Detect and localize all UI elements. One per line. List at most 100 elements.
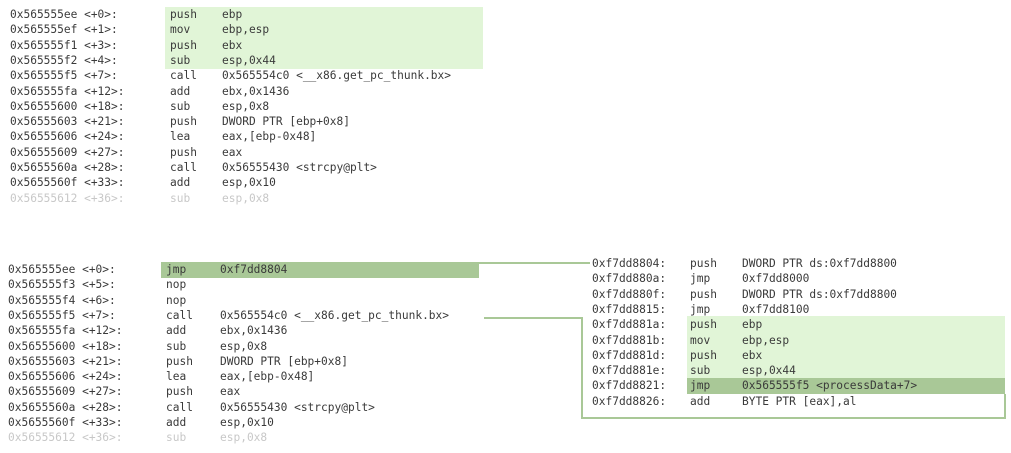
address: 0xf7dd880a: — [592, 272, 667, 286]
operand: esp,0x8 — [220, 339, 268, 353]
mnemonic: add — [166, 416, 187, 429]
address: 0x565555ef <+1>: — [10, 23, 118, 37]
address: 0xf7dd8815: — [592, 302, 667, 316]
address: 0x565555f5 <+7>: — [8, 308, 116, 322]
operand: eax,[ebp-0x48] — [222, 130, 317, 144]
address: 0x56555600 <+18>: — [8, 339, 123, 353]
operand: 0x56555430 <strcpy@plt> — [220, 400, 375, 414]
mnemonic: push — [170, 38, 197, 52]
operand: 0xf7dd8100 — [742, 302, 810, 316]
address: 0x5655560f <+33>: — [8, 416, 123, 429]
address: 0x5655560a <+28>: — [8, 400, 123, 414]
mnemonic: push — [170, 8, 197, 21]
instruction-row: 0xf7dd880a: jmp 0xf7dd8000 — [0, 271, 1011, 286]
address: 0x56555609 <+27>: — [8, 385, 123, 399]
mnemonic: sub — [690, 364, 711, 378]
address: 0x56555612 <+36>: — [8, 431, 123, 445]
address: 0x565555f5 <+7>: — [10, 69, 118, 83]
mnemonic: add — [690, 394, 711, 408]
operand: ebp — [742, 318, 763, 332]
address: 0xf7dd8804: — [592, 257, 667, 270]
operand: esp,0x44 — [222, 53, 276, 67]
mnemonic: sub — [166, 431, 187, 445]
mnemonic: call — [170, 69, 197, 83]
instruction-row: 0x56555612 <+36>: sub esp,0x8 — [0, 430, 1011, 445]
mnemonic: call — [166, 400, 193, 414]
address: 0x56555603 <+21>: — [10, 115, 125, 129]
address: 0xf7dd881a: — [592, 318, 667, 332]
operand: esp,0x44 — [742, 364, 796, 378]
operand: 0xf7dd8000 — [742, 272, 810, 286]
mnemonic: call — [170, 161, 197, 174]
address: 0x56555612 <+36>: — [10, 191, 125, 205]
address: 0xf7dd881e: — [592, 364, 667, 378]
original-prologue-highlight — [165, 7, 483, 69]
instruction-row: 0x565555f4 <+6>:nop — [0, 293, 1011, 308]
mnemonic: push — [170, 145, 197, 159]
operand: DWORD PTR [ebp+0x8] — [220, 354, 348, 368]
mnemonic: nop — [166, 293, 187, 307]
mnemonic: jmp — [690, 302, 711, 316]
operand: BYTE PTR [eax],al — [742, 394, 857, 408]
mnemonic: push — [166, 354, 193, 368]
operand: 0x565554c0 <__x86.get_pc_thunk.bx> — [220, 308, 450, 322]
operand: ebx,0x1436 — [220, 324, 288, 338]
operand: esp,0x8 — [220, 431, 268, 445]
mnemonic: push — [690, 318, 717, 332]
operand: esp,0x10 — [222, 176, 276, 190]
instruction-row: 0x5655560f <+33>: add esp,0x10 — [0, 415, 1011, 430]
operand: eax — [222, 145, 243, 159]
operand: ebp,esp — [222, 23, 270, 37]
instruction-row: 0xf7dd881e: sub esp,0x44 — [0, 363, 1011, 378]
address: 0x565555ee <+0>: — [8, 263, 116, 276]
address: 0xf7dd881b: — [592, 333, 667, 347]
operand: eax — [220, 385, 241, 399]
address: 0xf7dd881d: — [592, 348, 667, 362]
instruction-row: 0x56555600 <+18>: sub esp,0x8 — [0, 339, 1011, 354]
address: 0x5655560f <+33>: — [10, 176, 125, 190]
operand: DWORD PTR ds:0xf7dd8800 — [742, 257, 897, 270]
mnemonic: jmp — [690, 379, 711, 393]
instruction-row: 0x565555f3 <+5>:nop — [0, 277, 1011, 292]
patched-jmp-highlight — [161, 262, 479, 278]
operand: DWORD PTR [ebp+0x8] — [222, 115, 350, 129]
address: 0x56555600 <+18>: — [10, 99, 125, 113]
operand: esp,0x8 — [222, 99, 270, 113]
address: 0x565555f2 <+4>: — [10, 53, 118, 67]
address: 0xf7dd880f: — [592, 287, 667, 301]
instruction-row: 0xf7dd881a: push ebp — [0, 317, 1011, 332]
trampoline-return-jmp-highlight — [687, 378, 1005, 394]
instruction-row: 0xf7dd8804: push DWORD PTR ds:0xf7dd8800 — [0, 256, 1011, 271]
operand: esp,0x10 — [220, 416, 274, 429]
operand: ebp,esp — [742, 333, 790, 347]
trampoline-prologue-highlight — [687, 316, 1005, 378]
address: 0x56555603 <+21>: — [8, 354, 123, 368]
instruction-row: 0x5655560a <+28>: call 0x56555430 <strcpy@… — [0, 400, 1011, 415]
operand: 0x565555f5 <processData+7> — [742, 379, 918, 393]
mnemonic: push — [690, 287, 717, 301]
mnemonic: jmp — [690, 272, 711, 286]
operand: esp,0x8 — [222, 191, 270, 205]
operand: ebx — [742, 348, 763, 362]
mnemonic: push — [690, 257, 717, 270]
operand: 0x56555430 <strcpy@plt> — [222, 161, 377, 174]
operand: ebx,0x1436 — [222, 84, 290, 98]
operand: ebx — [222, 38, 243, 52]
address: 0x5655560a <+28>: — [10, 161, 125, 174]
mnemonic: sub — [166, 339, 187, 353]
mnemonic: add — [170, 84, 191, 98]
